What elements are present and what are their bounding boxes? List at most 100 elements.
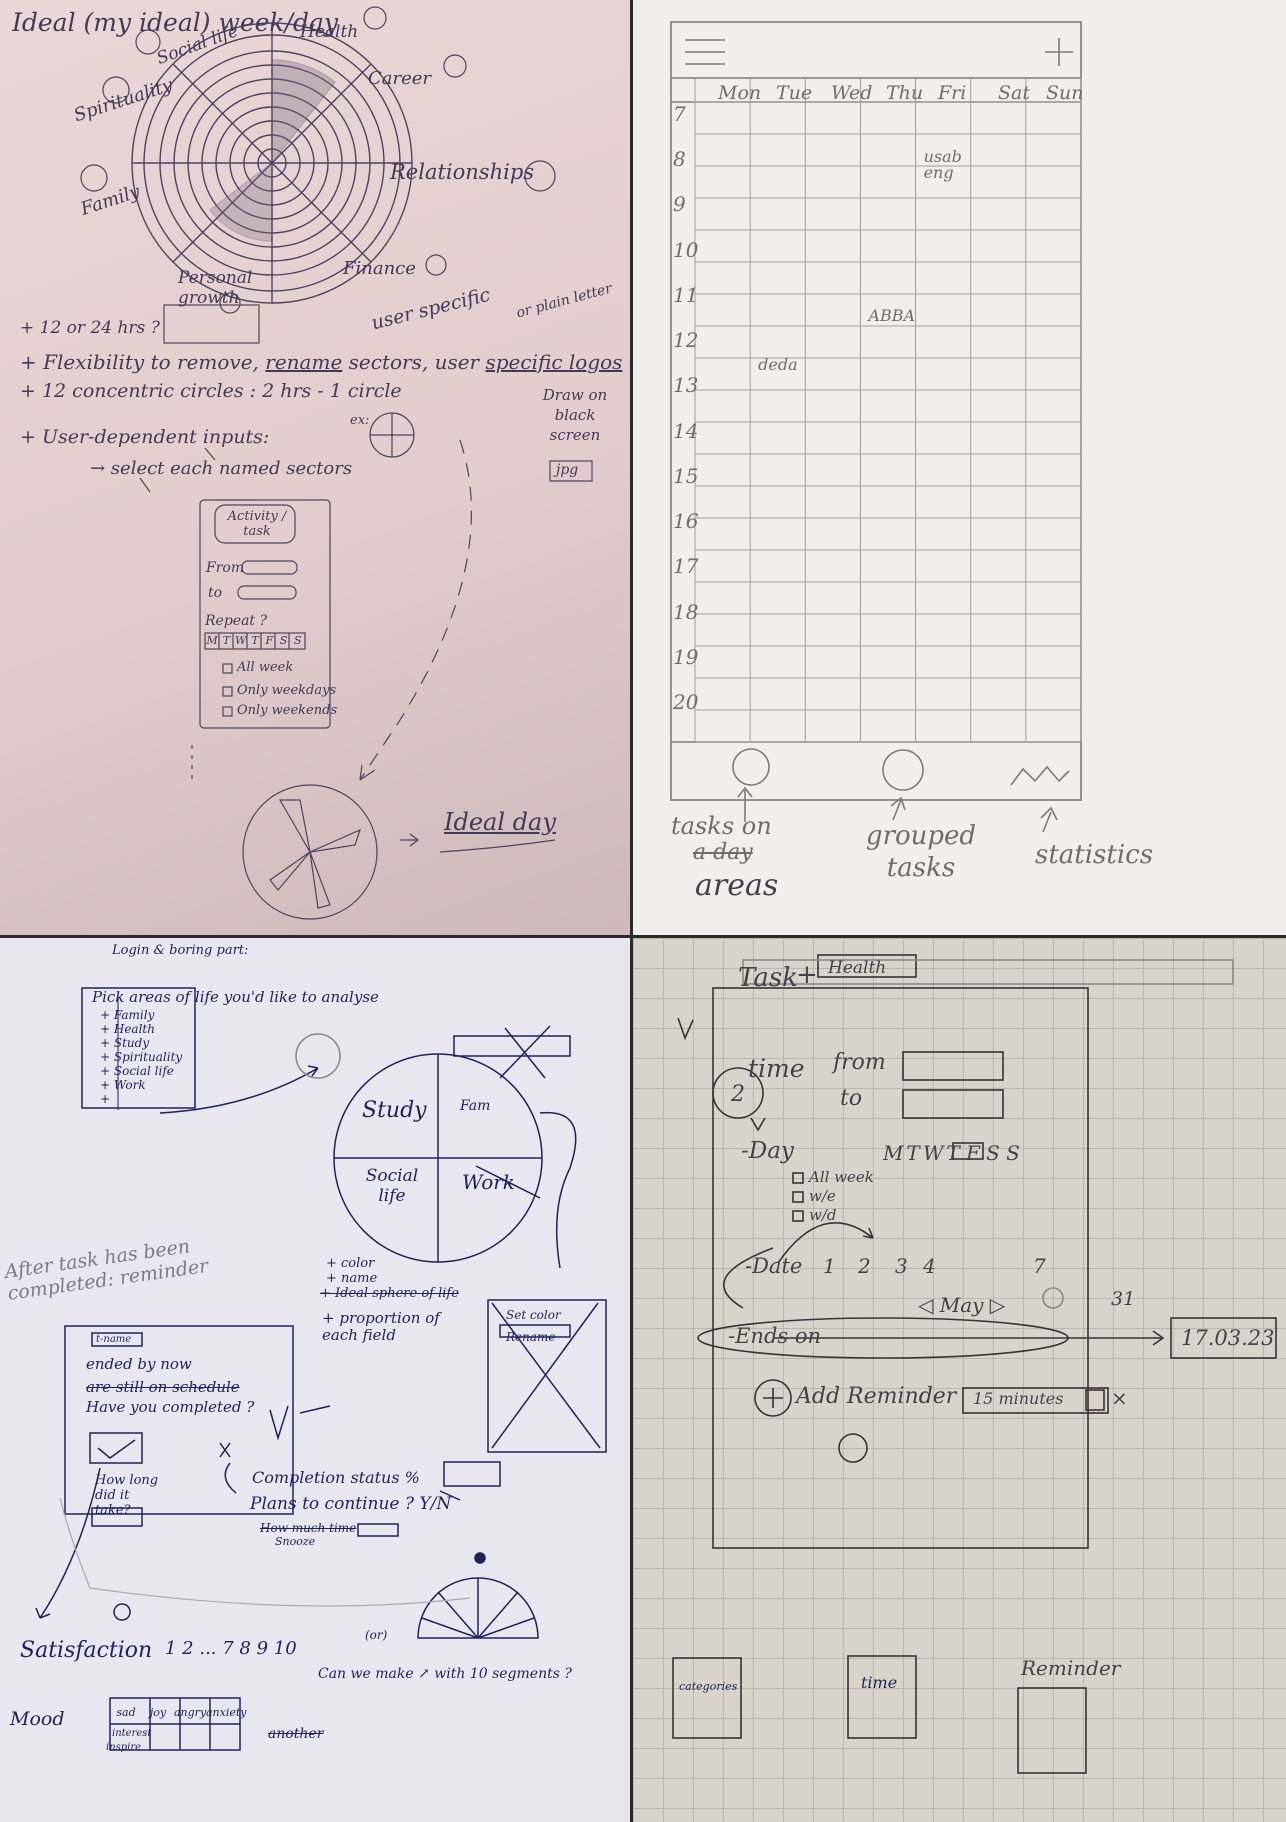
date-1[interactable]: 1 [823, 1254, 836, 1278]
area-option[interactable]: + Study [100, 1036, 150, 1050]
add-category-icon[interactable]: + [796, 960, 818, 990]
form-option-all-week[interactable]: All week [237, 660, 294, 675]
hour-label: 17 [673, 554, 699, 579]
day-label: -Day [741, 1138, 794, 1164]
month-switcher[interactable]: ◁ May ▷ [918, 1293, 1006, 1317]
calendar-event[interactable]: deda [758, 355, 798, 375]
day-header-mon[interactable]: Mon [718, 82, 762, 104]
to-input[interactable] [903, 1090, 1003, 1118]
date-7[interactable]: 7 [1033, 1254, 1046, 1278]
ideal-day-label: Ideal day [444, 808, 556, 836]
hour-label: 13 [673, 373, 699, 398]
day-header-sat[interactable]: Sat [998, 82, 1030, 104]
day-header-wed[interactable]: Wed [831, 82, 873, 104]
mood-option[interactable]: joy [149, 1706, 167, 1719]
weekday-option[interactable]: S [986, 1141, 1000, 1165]
satisfaction-scale[interactable]: 1 2 ... 7 8 9 10 [165, 1638, 297, 1659]
mood-label: Mood [10, 1708, 65, 1730]
form-day-picker[interactable]: M T W T F S S [205, 634, 305, 648]
login-note: Login & boring part: [112, 943, 249, 958]
rename-action[interactable]: Rename [506, 1330, 556, 1344]
nav-label-statistics: statistics [1035, 840, 1154, 870]
option-proportion[interactable]: + proportion of each field [322, 1309, 440, 1344]
day-header-thu[interactable]: Thu [886, 82, 924, 104]
add-reminder-label[interactable]: Add Reminder [796, 1384, 957, 1409]
form-day[interactable]: W [235, 634, 247, 647]
weekday-picker[interactable]: M T W T F S S [883, 1141, 1023, 1165]
category-chip-health[interactable]: Health [828, 958, 887, 978]
note-hours: + 12 or 24 hrs ? [20, 318, 160, 338]
hour-label: 18 [673, 599, 699, 624]
calendar-event[interactable]: ABBA [868, 305, 916, 325]
form-option-weekdays[interactable]: Only weekdays [237, 683, 337, 698]
date-31[interactable]: 31 [1111, 1288, 1136, 1310]
form-day[interactable]: F [265, 634, 274, 647]
area-option[interactable]: + [100, 1092, 111, 1106]
end-date-value[interactable]: 17.03.23 [1181, 1326, 1275, 1350]
completed-question: Have you completed ? [86, 1398, 255, 1416]
quadrant-family[interactable]: Fam [460, 1098, 491, 1114]
note-flexibility: + Flexibility to remove, rename sectors,… [20, 350, 623, 374]
form-day[interactable]: T [222, 634, 231, 647]
form-day[interactable]: M [206, 634, 218, 647]
weekday-option[interactable]: W [923, 1141, 944, 1165]
date-3[interactable]: 3 [895, 1254, 908, 1278]
area-option[interactable]: + Social life [100, 1064, 174, 1078]
date-2[interactable]: 2 [858, 1254, 871, 1278]
thumb-reminder: Reminder [1021, 1656, 1121, 1680]
calendar-event[interactable]: usab eng [923, 147, 962, 183]
nav-label-a-day: a day [693, 840, 753, 865]
mood-option[interactable]: inspire [106, 1742, 142, 1753]
set-color-action[interactable]: Set color [506, 1308, 561, 1322]
mood-option[interactable]: sad [116, 1706, 136, 1719]
date-4[interactable]: 4 [923, 1254, 936, 1278]
mood-another: another [268, 1726, 324, 1742]
hour-label: 14 [673, 418, 699, 443]
task-heading: Task [738, 963, 798, 993]
wheel-drawing [80, 6, 593, 920]
form-day[interactable]: S [294, 634, 302, 647]
mood-option[interactable]: angry [174, 1706, 207, 1719]
check-weekday[interactable]: w/d [809, 1206, 837, 1224]
form-from-label: From [206, 560, 245, 576]
option-color[interactable]: + color [326, 1256, 375, 1271]
mood-option[interactable]: interest [112, 1728, 152, 1739]
form-option-weekends[interactable]: Only weekends [237, 703, 338, 718]
day-header-sun[interactable]: Sun [1046, 82, 1084, 104]
thumb-categories: categories [679, 1680, 738, 1693]
area-option[interactable]: + Spirituality [100, 1050, 183, 1064]
hour-label: 20 [673, 690, 699, 714]
form-day[interactable]: T [251, 634, 259, 647]
from-input[interactable] [903, 1052, 1003, 1080]
quadrant-work[interactable]: Work [462, 1170, 515, 1194]
weekday-option[interactable]: S [1006, 1141, 1020, 1165]
weekday-option[interactable]: T [906, 1141, 920, 1165]
still-on-schedule: are still on schedule [86, 1378, 240, 1396]
weekday-option[interactable]: F [966, 1141, 980, 1165]
quadrant-social-life[interactable]: Social life [365, 1166, 419, 1206]
mood-option[interactable]: anxiety [206, 1706, 247, 1719]
form-day[interactable]: S [279, 634, 288, 647]
snooze-option[interactable]: Snooze [275, 1535, 316, 1548]
hour-label: 7 [673, 102, 686, 126]
option-name[interactable]: + name [326, 1271, 378, 1286]
area-option[interactable]: + Work [100, 1078, 146, 1092]
weekday-option[interactable]: M [883, 1141, 904, 1165]
weekday-option[interactable]: T [946, 1141, 960, 1165]
option-ideal-sphere[interactable]: + Ideal sphere of life [320, 1286, 459, 1301]
check-all-week[interactable]: All week [809, 1168, 874, 1186]
area-option[interactable]: + Family [100, 1008, 155, 1022]
day-header-tue[interactable]: Tue [776, 82, 813, 104]
areas-feedback-sketch: Login & boring part: Pick areas of life … [0, 938, 630, 1822]
to-label: to [840, 1086, 863, 1111]
areas-drawing [35, 987, 607, 1751]
remove-reminder-icon[interactable]: × [1111, 1386, 1128, 1410]
form-activity-field[interactable]: Activity / task [227, 509, 287, 539]
ends-on-label: -Ends on [728, 1324, 822, 1348]
quadrant-study[interactable]: Study [362, 1098, 427, 1123]
check-weekend[interactable]: w/e [809, 1187, 836, 1205]
day-header-fri[interactable]: Fri [938, 82, 967, 104]
reminder-duration-select[interactable]: 15 minutes [973, 1389, 1064, 1408]
hour-label: 11 [673, 282, 699, 307]
area-option[interactable]: + Health [100, 1022, 155, 1036]
